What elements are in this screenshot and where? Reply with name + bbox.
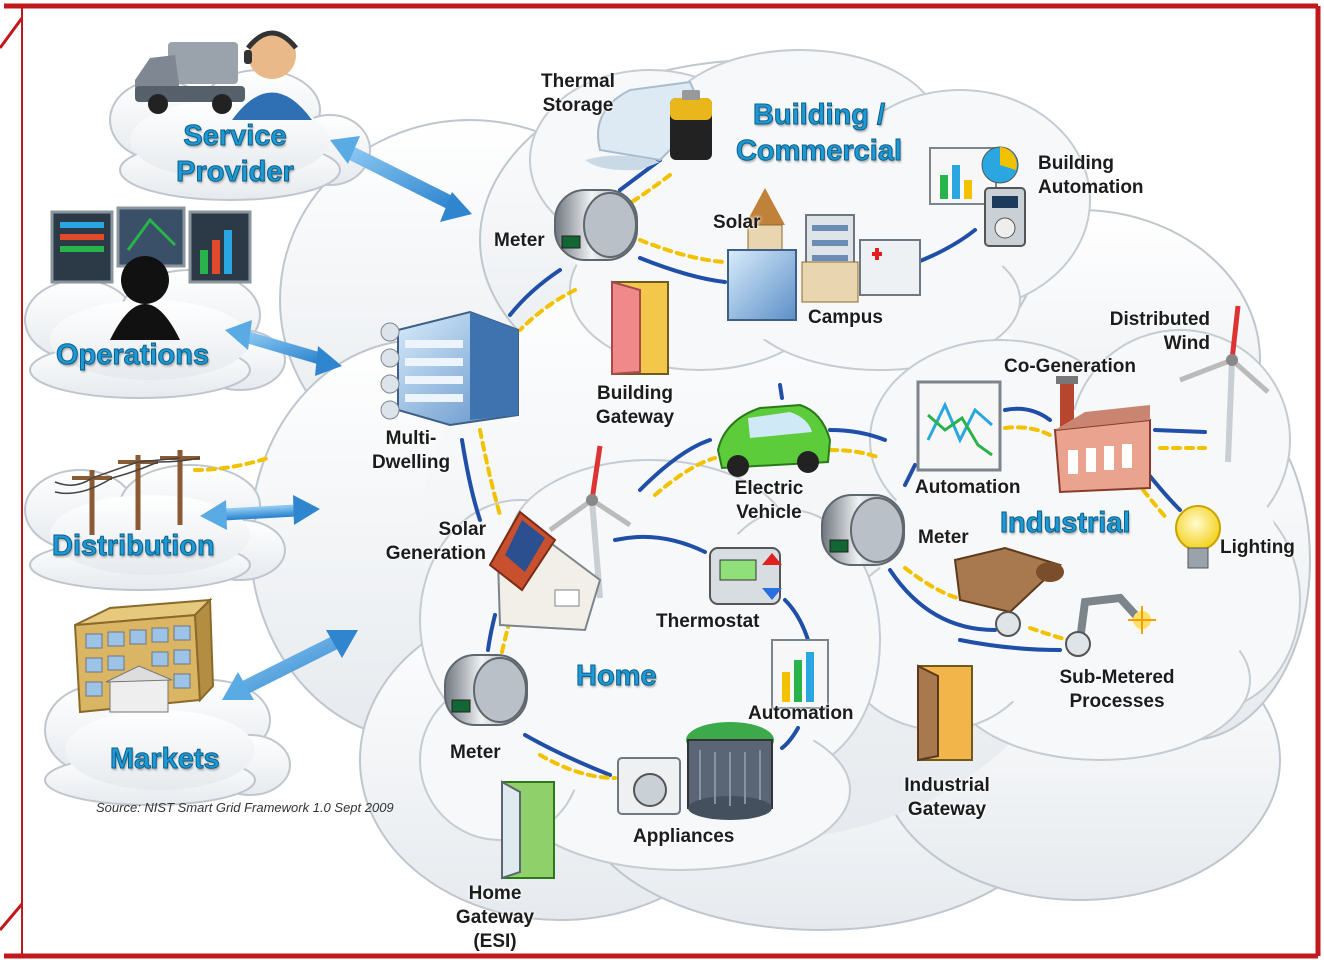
label-solar-generation: Solar Generation	[385, 519, 486, 564]
power-lines-icon	[54, 450, 201, 535]
label-sub-metered-processes: Sub-Metered Processes	[1059, 667, 1175, 712]
label-meter-home: Meter	[450, 742, 501, 763]
label-electric-vehicle: Electric Vehicle	[734, 478, 804, 523]
smart-meter-icon	[821, 494, 905, 566]
domain-title-operations: Operations	[56, 339, 210, 372]
ice-and-battery-icon	[585, 80, 712, 171]
factory-icon	[1053, 376, 1151, 494]
control-room-monitors-icon	[50, 206, 252, 340]
label-co-generation: Co-Generation	[1004, 356, 1136, 377]
network-links	[193, 158, 1207, 780]
red-frame	[0, 3, 1321, 959]
washer-and-ac-icon	[617, 722, 774, 820]
operations-arrow	[225, 320, 342, 376]
label-meter-industrial: Meter	[918, 527, 969, 548]
wind-turbine-icon	[548, 445, 632, 599]
label-campus: Campus	[808, 307, 883, 328]
domain-title-home: Home	[576, 660, 658, 693]
source-citation: Source: NIST Smart Grid Framework 1.0 Se…	[96, 800, 394, 815]
solar-house-icon	[488, 510, 602, 632]
door-icon	[917, 664, 973, 762]
light-bulb-icon	[1175, 505, 1221, 569]
campus-buildings-icon	[727, 188, 921, 321]
service-provider-arrow	[330, 136, 472, 222]
label-thermostat: Thermostat	[656, 611, 760, 632]
thermostat-icon	[709, 547, 782, 605]
domain-title-markets: Markets	[110, 743, 221, 776]
green-car-icon	[716, 403, 832, 477]
domain-title-service-provider: Service Provider	[176, 120, 295, 189]
label-thermal-storage: Thermal Storage	[541, 71, 615, 116]
label-lighting: Lighting	[1220, 537, 1295, 558]
truck-and-headset-agent-icon	[135, 30, 312, 120]
smart-meter-icon	[444, 654, 528, 726]
label-solar-building: Solar	[713, 212, 761, 233]
domain-title-distribution: Distribution	[52, 530, 216, 563]
label-building-automation: Building Automation	[1038, 153, 1144, 198]
label-industrial-gateway: Industrial Gateway	[904, 775, 990, 820]
dashboard-panel-icon	[929, 146, 1026, 247]
bar-chart-icon	[771, 639, 829, 709]
label-building-gateway: Building Gateway	[595, 383, 675, 428]
line-chart-icon	[916, 380, 1002, 472]
label-meter-building: Meter	[494, 230, 545, 251]
wind-turbine-icon	[1179, 305, 1270, 463]
domain-title-industrial: Industrial	[1000, 507, 1132, 540]
market-building-icon	[73, 597, 215, 714]
distribution-arrow	[200, 495, 320, 530]
label-distributed-wind: Distributed Wind	[1109, 309, 1210, 354]
domain-title-building-commercial: Building / Commercial	[735, 99, 902, 168]
label-home-gateway: Home Gateway (ESI)	[455, 883, 535, 952]
robot-arm-and-rollers-icon	[953, 546, 1156, 657]
smart-meter-icon	[554, 189, 638, 261]
door-icon	[611, 280, 669, 376]
label-automation-industrial: Automation	[915, 477, 1021, 498]
label-automation-home: Automation	[748, 703, 854, 724]
open-door-icon	[501, 780, 555, 880]
markets-arrow	[222, 630, 358, 700]
label-appliances: Appliances	[633, 826, 735, 847]
label-multi-dwelling: Multi- Dwelling	[371, 428, 451, 473]
apartment-building-icon	[380, 310, 519, 427]
